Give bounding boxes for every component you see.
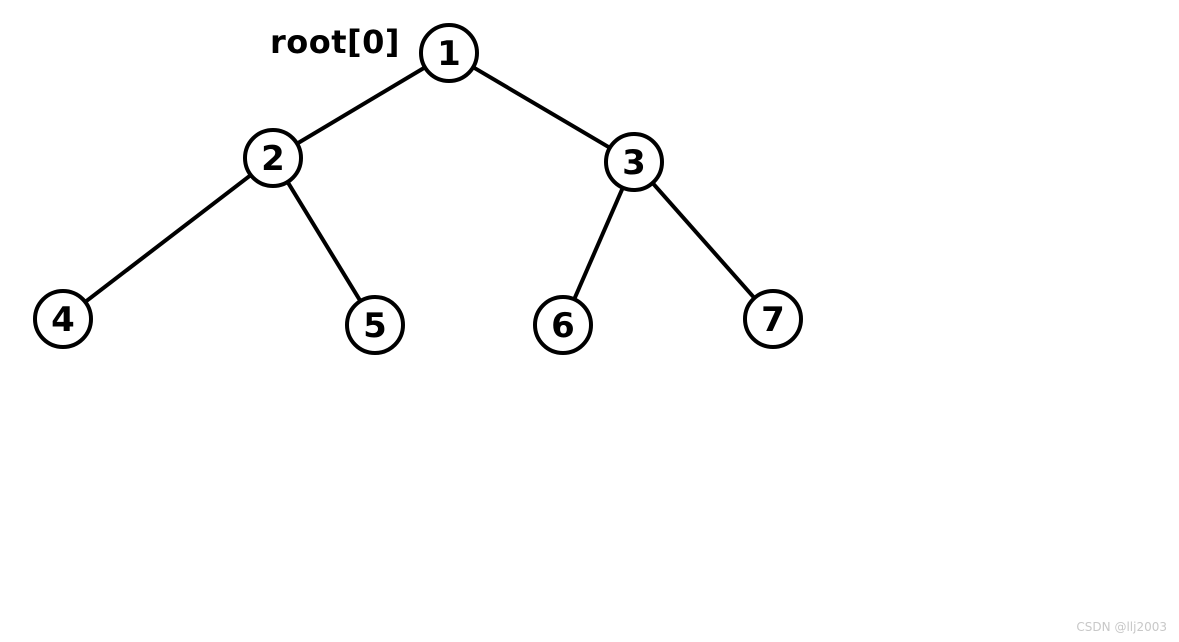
tree-node-5[interactable]: 5 [345, 295, 405, 355]
tree-edge-2-5 [285, 180, 363, 303]
tree-node-6[interactable]: 6 [533, 295, 593, 355]
tree-node-1[interactable]: 1 [419, 23, 479, 83]
tree-edge-1-3 [472, 65, 611, 150]
tree-node-layer: 1 2 3 4 5 6 7 [33, 23, 803, 355]
tree-node-label-7: 7 [761, 300, 785, 340]
tree-annotation-layer: root[0] [270, 23, 400, 61]
tree-edge-2-4 [84, 173, 252, 304]
tree-node-circle-1 [419, 23, 479, 83]
tree-node-label-5: 5 [363, 306, 387, 346]
tree-node-circle-4 [33, 289, 93, 349]
tree-node-label-6: 6 [551, 306, 575, 346]
tree-edge-3-6 [572, 186, 625, 301]
tree-node-circle-7 [743, 289, 803, 349]
tree-edge-1-2 [296, 65, 426, 146]
tree-node-4[interactable]: 4 [33, 289, 93, 349]
tree-node-label-1: 1 [437, 34, 461, 74]
root-pointer-label: root[0] [270, 23, 400, 61]
tree-node-circle-2 [243, 128, 303, 188]
tree-edge-3-7 [651, 181, 756, 300]
tree-node-circle-3 [604, 132, 664, 192]
tree-node-circle-5 [345, 295, 405, 355]
tree-node-label-3: 3 [622, 143, 646, 183]
tree-node-2[interactable]: 2 [243, 128, 303, 188]
tree-node-3[interactable]: 3 [604, 132, 664, 192]
tree-node-7[interactable]: 7 [743, 289, 803, 349]
tree-node-circle-6 [533, 295, 593, 355]
csdn-watermark: CSDN @llj2003 [1076, 620, 1167, 634]
tree-edge-layer [84, 65, 756, 304]
tree-node-label-4: 4 [51, 300, 75, 340]
tree-node-label-2: 2 [261, 139, 285, 179]
